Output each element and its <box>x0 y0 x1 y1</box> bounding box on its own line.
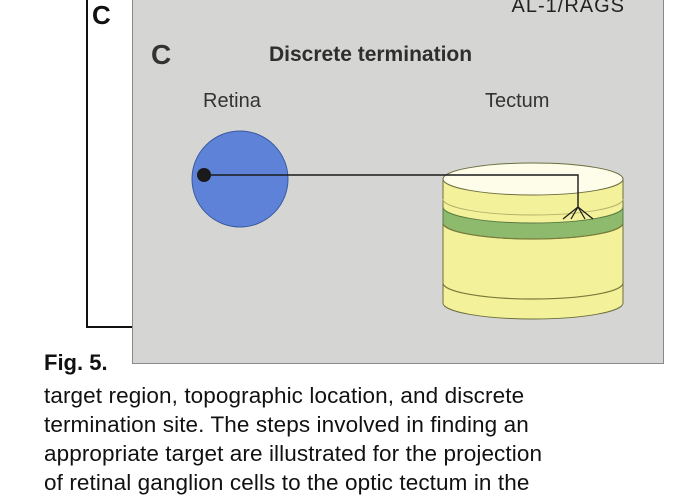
tectum-label: Tectum <box>485 90 550 112</box>
caption-line: termination site. The steps involved in … <box>44 412 529 437</box>
tectum-cylinder <box>442 162 624 320</box>
figure-label: Fig. 5. <box>44 350 108 375</box>
retina-label: Retina <box>203 90 261 112</box>
terminal-arbor <box>562 206 594 220</box>
caption-line: appropriate target are illustrated for t… <box>44 441 543 466</box>
panel-title: Discrete termination <box>269 43 473 66</box>
caption-line: of retinal ganglion cells to the optic t… <box>44 470 530 495</box>
panel-letter: C <box>151 39 172 70</box>
caption-line: target region, topographic location, and… <box>44 383 525 408</box>
axon-projection <box>204 174 579 207</box>
figure-caption: target region, topographic location, and… <box>44 381 664 497</box>
figure-bracket <box>86 0 136 328</box>
retina-circle <box>191 130 289 228</box>
termination-diagram <box>191 130 624 320</box>
diagram-panel: AL-1/RAGS C Discrete termination Retina … <box>132 0 664 364</box>
top-right-label: AL-1/RAGS <box>511 0 625 17</box>
outer-panel-letter: C <box>92 0 111 30</box>
